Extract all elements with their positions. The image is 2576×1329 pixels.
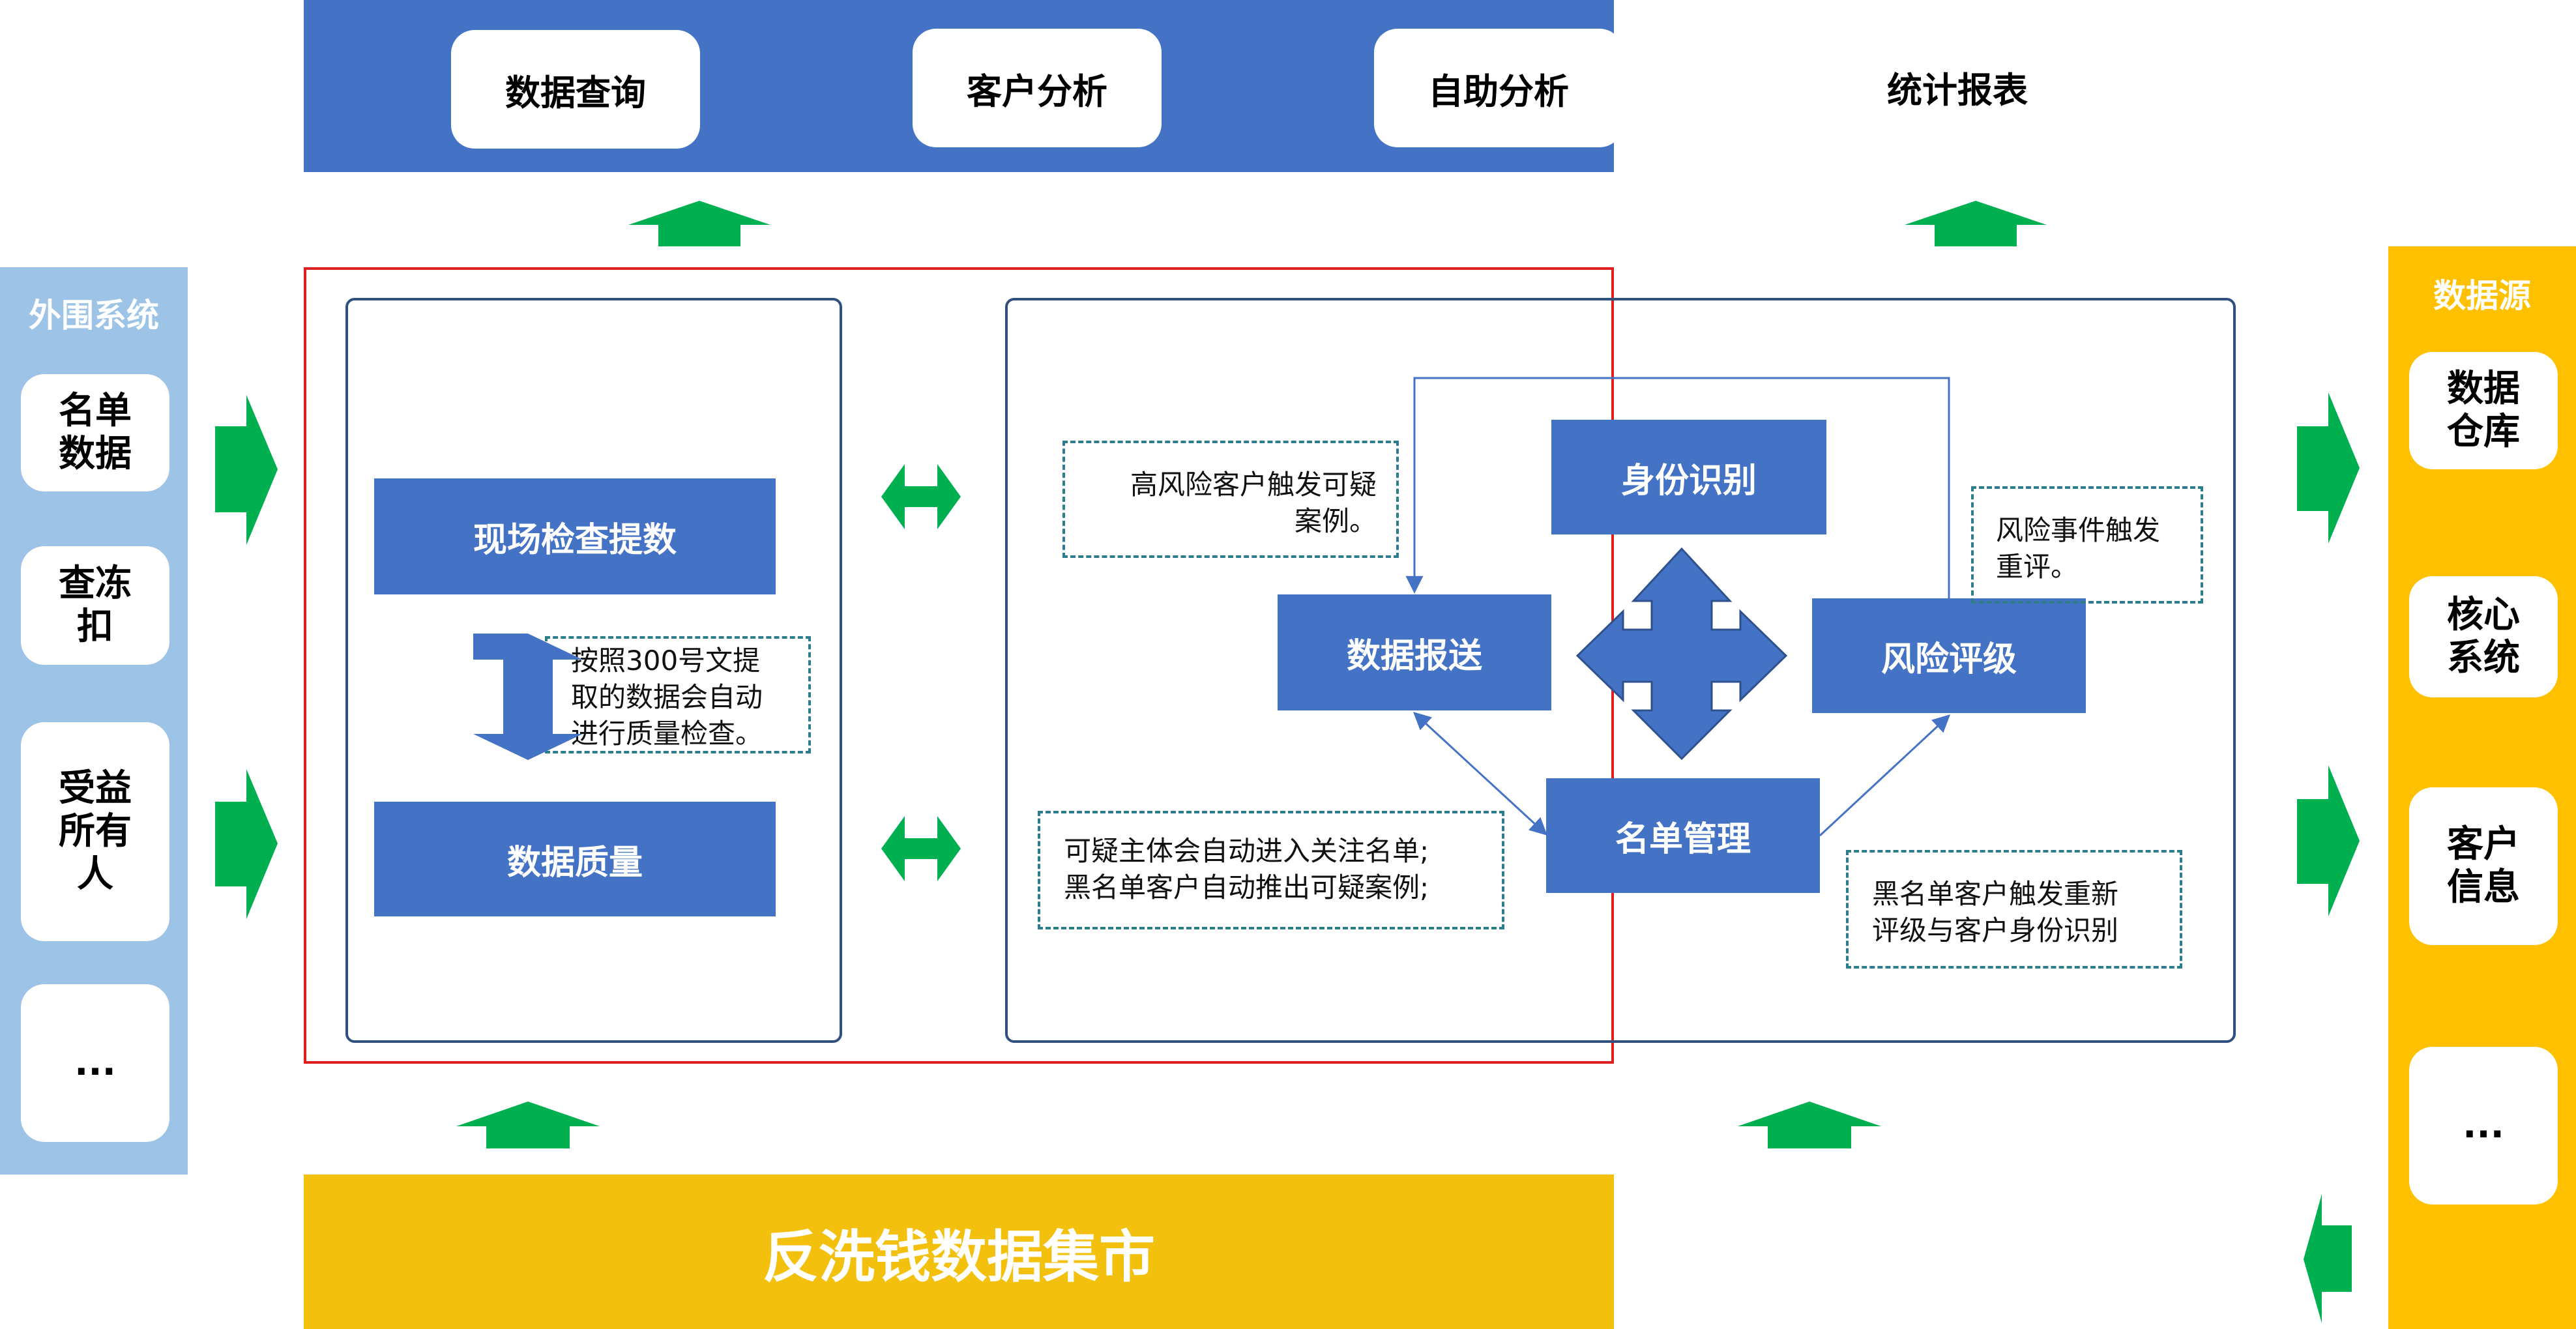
- data-source-title: 数据源: [2433, 277, 2531, 315]
- beneficial-owner-card[interactable]: 受益 所有 人: [21, 722, 169, 941]
- left-arrow-icon: [2304, 1194, 2352, 1323]
- peripheral-system-title: 外围系统: [29, 297, 159, 334]
- quality-check-box: [345, 298, 842, 1043]
- up-arrow-icon: [1905, 201, 2047, 246]
- data-report-block[interactable]: 数据报送: [1278, 594, 1551, 710]
- self-service-analysis-button[interactable]: 自助分析: [1374, 29, 1623, 147]
- customer-info-card[interactable]: 客户 信息: [2409, 787, 2558, 945]
- left-arrow-icon: [2297, 765, 2360, 916]
- workflow-box: [1005, 298, 2236, 1043]
- right-arrow-icon: [215, 395, 278, 545]
- more-source-card[interactable]: ...: [2409, 1047, 2558, 1205]
- data-quality-block[interactable]: 数据质量: [374, 802, 776, 916]
- risk-event-note: 风险事件触发 重评。: [1971, 486, 2203, 604]
- up-arrow-icon: [1738, 1102, 1881, 1148]
- identity-recognition-block[interactable]: 身份识别: [1551, 420, 1826, 534]
- high-risk-note: 高风险客户触发可疑 案例。: [1062, 441, 1399, 558]
- data-warehouse-card[interactable]: 数据 仓库: [2409, 352, 2558, 469]
- up-arrow-icon: [628, 201, 770, 246]
- statistics-report-button[interactable]: 统计报表: [1833, 27, 2082, 146]
- right-arrow-icon: [215, 769, 278, 919]
- onsite-extraction-block[interactable]: 现场检查提数: [374, 478, 776, 594]
- customer-analysis-button[interactable]: 客户分析: [913, 29, 1162, 147]
- left-arrow-icon: [2297, 392, 2360, 544]
- freeze-deduct-card[interactable]: 查冻 扣: [21, 546, 169, 665]
- core-system-card[interactable]: 核心 系统: [2409, 576, 2558, 697]
- list-management-block[interactable]: 名单管理: [1546, 778, 1820, 893]
- suspicious-subject-note: 可疑主体会自动进入关注名单; 黑名单客户自动推出可疑案例;: [1038, 811, 1504, 929]
- data-query-button[interactable]: 数据查询: [451, 30, 700, 149]
- up-arrow-icon: [456, 1102, 600, 1148]
- quality-note: 按照300号文提 取的数据会自动 进行质量检查。: [545, 636, 811, 753]
- aml-data-mart-bar: 反洗钱数据集市: [304, 1175, 1614, 1329]
- more-peripheral-card[interactable]: ...: [21, 984, 169, 1142]
- list-data-card[interactable]: 名单 数据: [21, 374, 169, 491]
- blacklist-note: 黑名单客户触发重新 评级与客户身份识别: [1846, 850, 2182, 969]
- risk-rating-block[interactable]: 风险评级: [1812, 598, 2086, 713]
